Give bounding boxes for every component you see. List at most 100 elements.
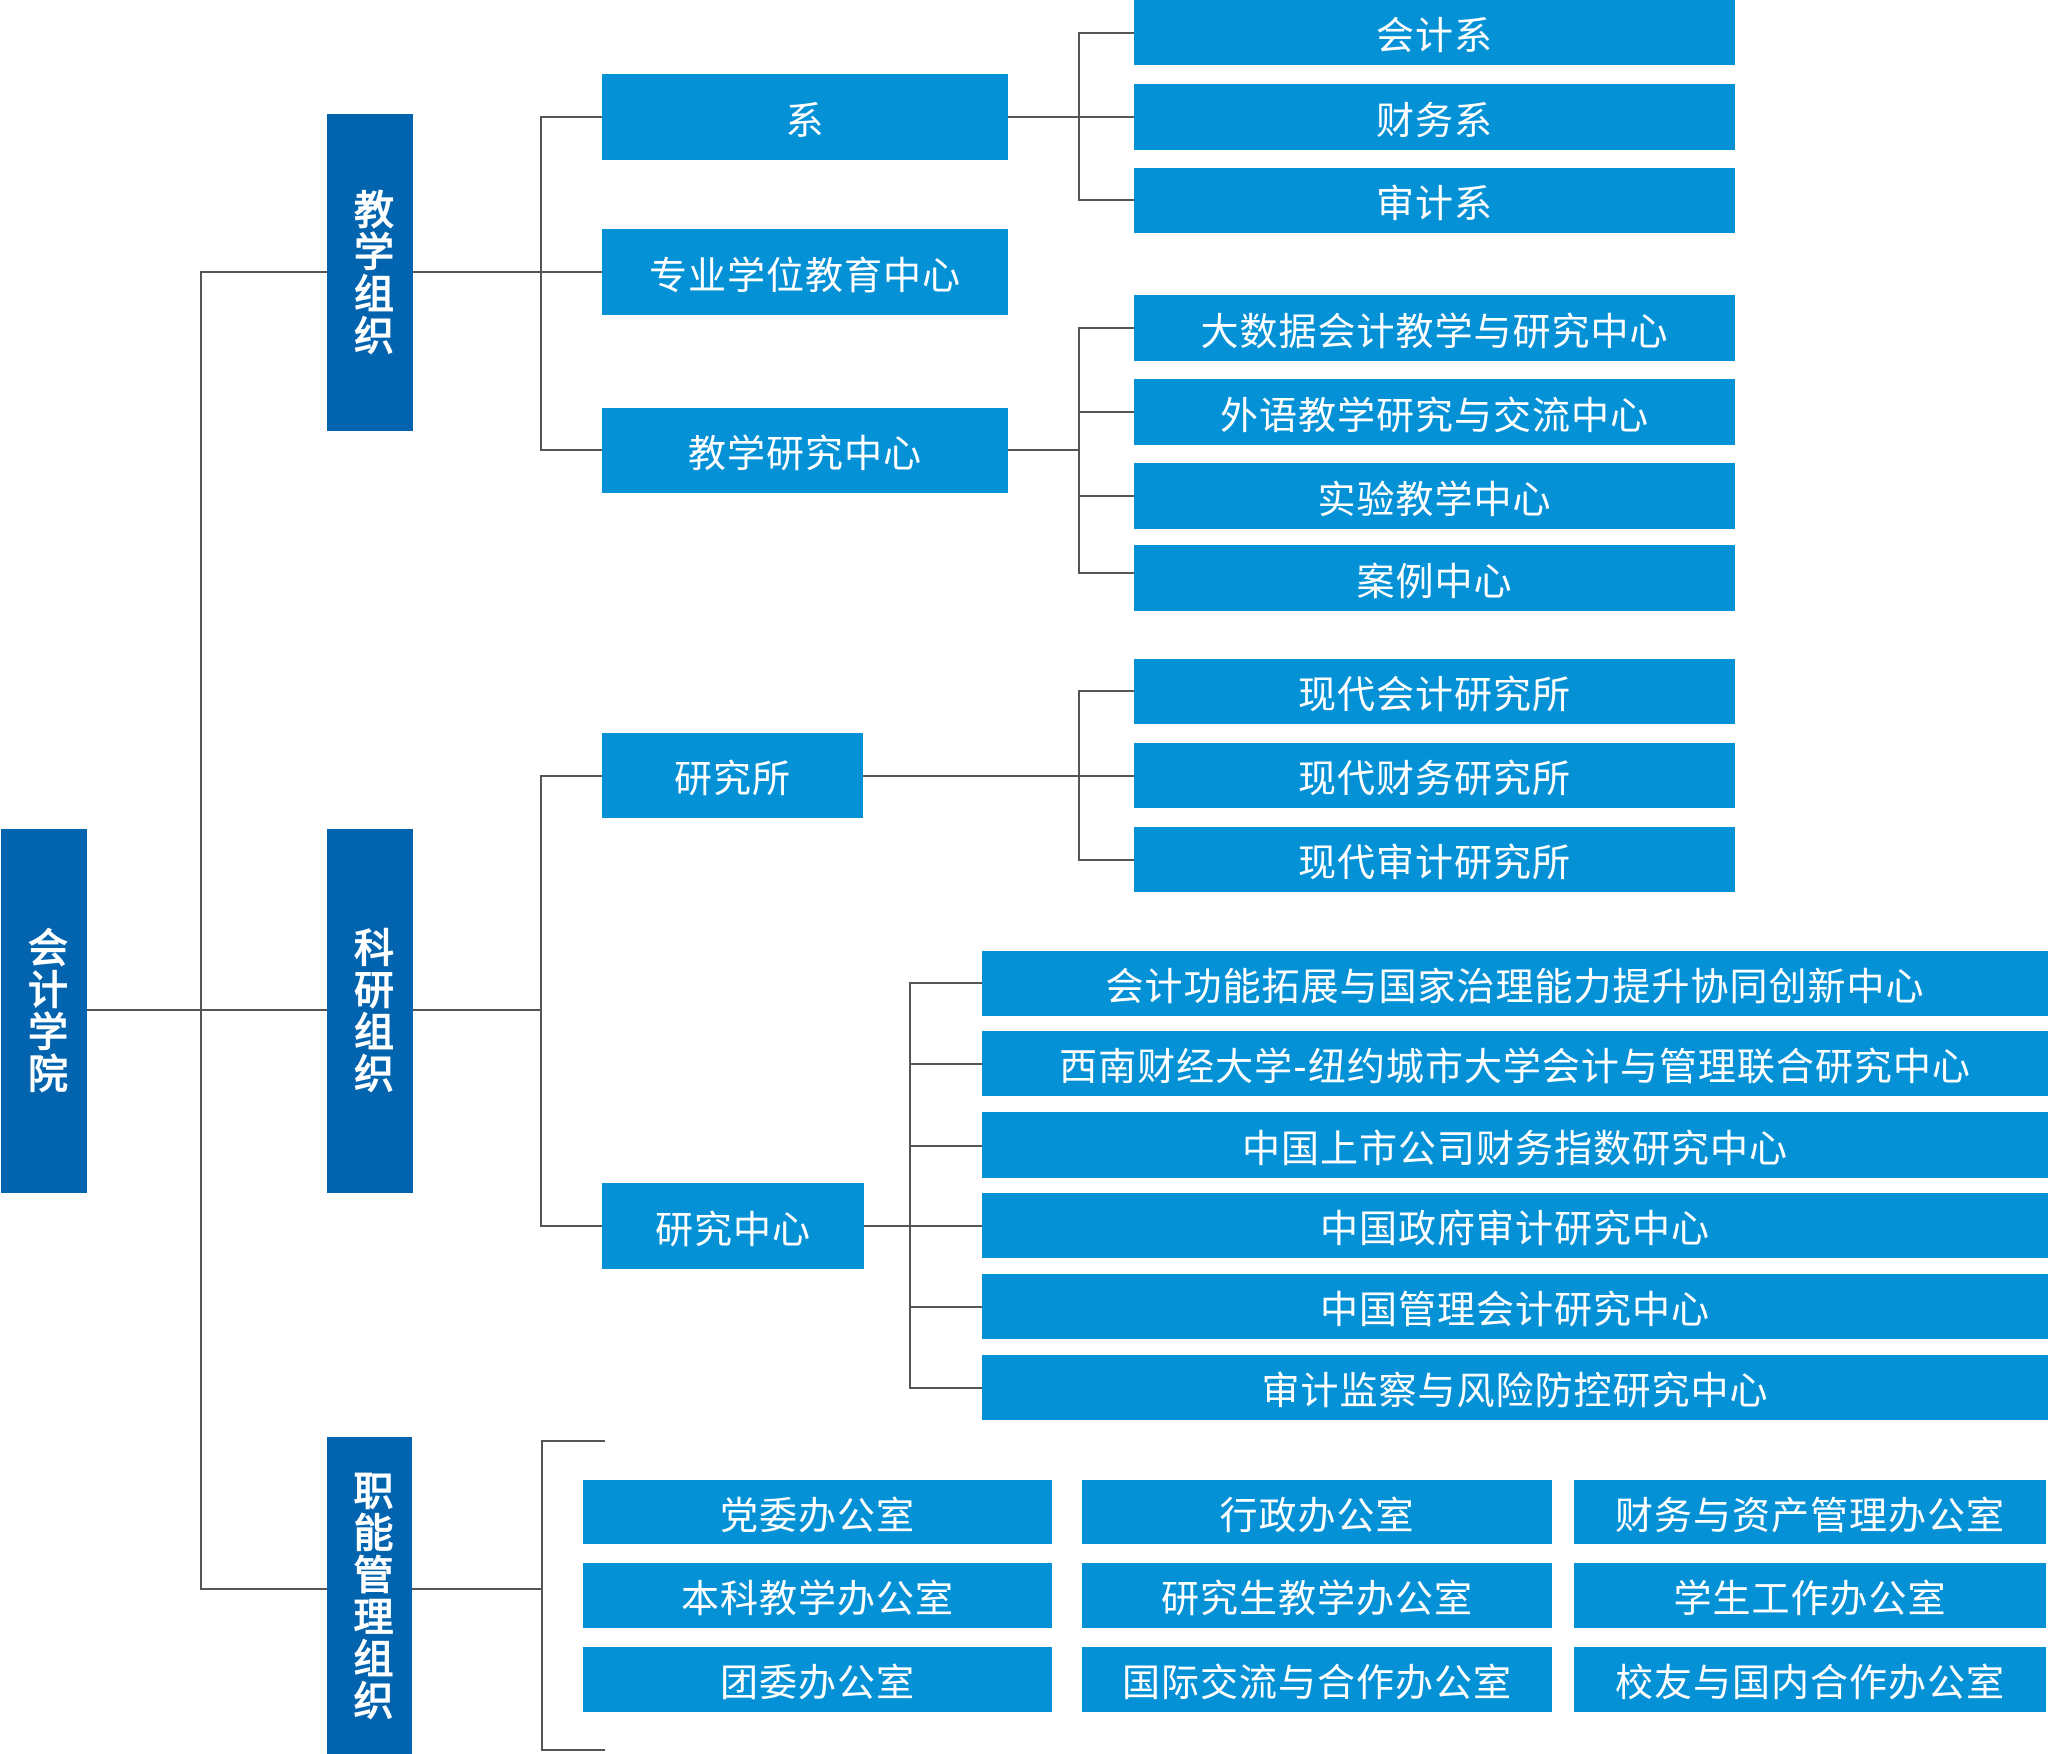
institutes-node: 研究所 (602, 733, 863, 818)
office-item: 本科教学办公室 (583, 1563, 1052, 1628)
connector (909, 982, 982, 984)
professional-degree-label: 专业学位教育中心 (648, 253, 961, 298)
office-item: 财务与资产管理办公室 (1574, 1480, 2046, 1544)
teaching-research-item: 案例中心 (1134, 545, 1735, 611)
institute-item: 现代财务研究所 (1134, 743, 1735, 808)
admin-org-label: 职能管理组织 (346, 1469, 393, 1722)
teaching-research-node: 教学研究中心 (602, 408, 1008, 493)
office-item: 行政办公室 (1082, 1480, 1552, 1544)
connector (864, 1225, 982, 1227)
office-item: 学生工作办公室 (1574, 1563, 2046, 1628)
research-center-item: 西南财经大学-纽约城市大学会计与管理联合研究中心 (982, 1031, 2048, 1096)
connector (540, 116, 542, 451)
connector (1078, 690, 1134, 692)
department-item: 财务系 (1134, 84, 1735, 150)
department-item: 会计系 (1134, 0, 1735, 65)
research-center-item: 中国管理会计研究中心 (982, 1274, 2048, 1339)
institute-item: 现代会计研究所 (1134, 659, 1735, 724)
connector (909, 1145, 982, 1147)
connector (541, 1749, 605, 1751)
connector (540, 775, 542, 1227)
research-centers-label: 研究中心 (654, 1207, 811, 1252)
research-center-label: 会计功能拓展与国家治理能力提升协同创新中心 (1105, 965, 1925, 1009)
connector (200, 1009, 327, 1011)
office-label: 财务与资产管理办公室 (1614, 1493, 2005, 1538)
institute-label: 现代会计研究所 (1297, 673, 1571, 717)
office-item: 团委办公室 (583, 1647, 1052, 1712)
connector (1078, 859, 1134, 861)
research-center-label: 中国上市公司财务指数研究中心 (1241, 1126, 1788, 1171)
research-org-node: 科研组织 (327, 829, 413, 1193)
teaching-research-item-label: 实验教学中心 (1317, 477, 1552, 522)
institute-item: 现代审计研究所 (1134, 827, 1735, 892)
connector (1078, 572, 1134, 574)
professional-degree-node: 专业学位教育中心 (602, 229, 1008, 315)
office-label: 国际交流与合作办公室 (1121, 1661, 1512, 1705)
research-center-item: 审计监察与风险防控研究中心 (982, 1355, 2048, 1420)
office-label: 行政办公室 (1219, 1493, 1415, 1538)
connector (200, 271, 202, 1590)
connector (1008, 449, 1080, 451)
connector (863, 775, 1134, 777)
connector (1078, 411, 1134, 413)
connector (413, 271, 602, 273)
connector (540, 775, 602, 777)
research-center-item: 会计功能拓展与国家治理能力提升协同创新中心 (982, 951, 2048, 1016)
departments-node: 系 (602, 74, 1008, 160)
research-center-label: 审计监察与风险防控研究中心 (1261, 1369, 1769, 1413)
teaching-org-node: 教学组织 (327, 114, 413, 431)
office-item: 国际交流与合作办公室 (1082, 1647, 1552, 1712)
connector (540, 449, 602, 451)
department-item: 审计系 (1134, 168, 1735, 233)
connector (541, 1440, 543, 1751)
connector (1078, 495, 1134, 497)
connector (1078, 32, 1080, 201)
connector (1078, 32, 1134, 34)
connector (540, 1225, 602, 1227)
department-label: 会计系 (1375, 14, 1493, 58)
teaching-research-item: 实验教学中心 (1134, 463, 1735, 529)
research-center-label: 西南财经大学-纽约城市大学会计与管理联合研究中心 (1059, 1045, 1971, 1089)
connector (412, 1588, 542, 1590)
teaching-research-item-label: 外语教学研究与交流中心 (1219, 393, 1649, 438)
teaching-org-label: 教学组织 (347, 188, 393, 357)
teaching-research-item: 外语教学研究与交流中心 (1134, 379, 1735, 445)
institute-label: 现代财务研究所 (1297, 757, 1571, 801)
teaching-research-item-label: 案例中心 (1356, 559, 1513, 604)
connector (909, 1387, 982, 1389)
connector (1008, 116, 1134, 118)
department-label: 审计系 (1375, 182, 1493, 226)
connector (413, 1009, 541, 1011)
research-centers-node: 研究中心 (602, 1183, 864, 1269)
connector (1078, 327, 1080, 574)
connector (909, 982, 911, 1389)
connector (909, 1063, 982, 1065)
department-label: 财务系 (1375, 98, 1493, 143)
departments-label: 系 (785, 98, 825, 143)
office-label: 学生工作办公室 (1673, 1577, 1947, 1621)
office-item: 党委办公室 (583, 1480, 1052, 1544)
research-center-item: 中国上市公司财务指数研究中心 (982, 1112, 2048, 1178)
connector (1078, 690, 1080, 861)
admin-org-node: 职能管理组织 (327, 1437, 412, 1754)
office-label: 校友与国内合作办公室 (1614, 1661, 2005, 1705)
research-org-label: 科研组织 (347, 927, 393, 1095)
research-center-item: 中国政府审计研究中心 (982, 1193, 2048, 1258)
connector (540, 116, 602, 118)
research-center-label: 中国管理会计研究中心 (1319, 1288, 1710, 1332)
office-label: 本科教学办公室 (680, 1577, 954, 1621)
institute-label: 现代审计研究所 (1297, 841, 1571, 885)
connector (200, 271, 327, 273)
root-node: 会计学院 (1, 829, 87, 1193)
root-label: 会计学院 (21, 927, 67, 1095)
office-label: 研究生教学办公室 (1160, 1577, 1473, 1621)
connector (909, 1306, 982, 1308)
research-center-label: 中国政府审计研究中心 (1319, 1207, 1710, 1251)
office-label: 团委办公室 (719, 1661, 915, 1705)
connector (87, 1009, 201, 1011)
institutes-label: 研究所 (673, 757, 791, 801)
office-item: 校友与国内合作办公室 (1574, 1647, 2046, 1712)
teaching-research-item: 大数据会计教学与研究中心 (1134, 295, 1735, 361)
connector (200, 1588, 327, 1590)
office-item: 研究生教学办公室 (1082, 1563, 1552, 1628)
